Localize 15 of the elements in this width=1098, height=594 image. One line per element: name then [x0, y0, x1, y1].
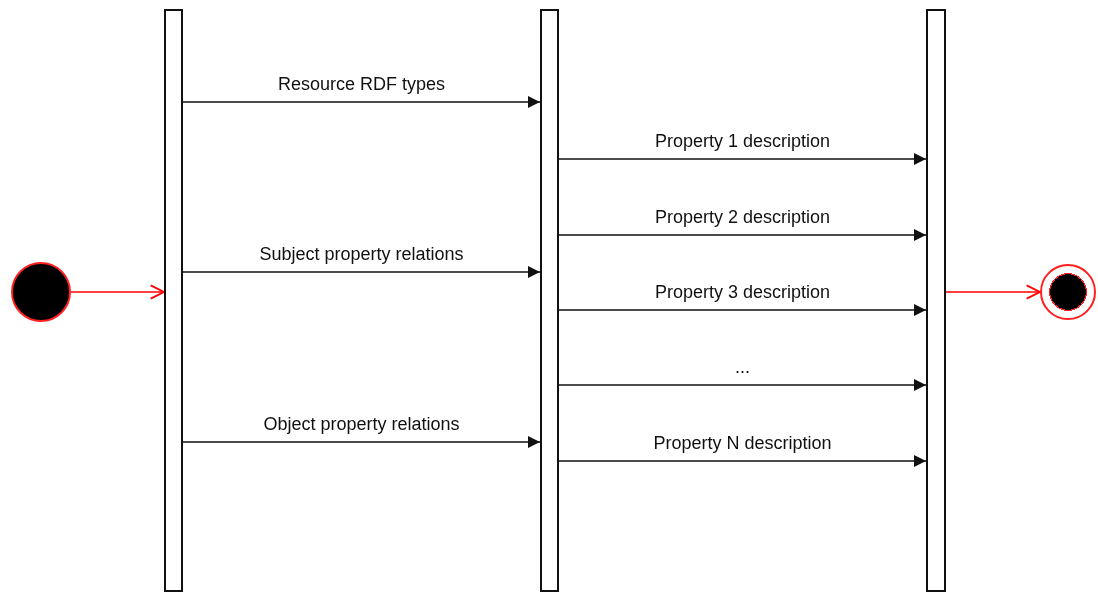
arrow: [182, 436, 541, 448]
arrow: [558, 304, 927, 316]
arrow: [558, 379, 927, 391]
activation-bar: [164, 9, 183, 592]
arrow: [558, 455, 927, 467]
end-node-circle: [1040, 264, 1096, 320]
arrow: [182, 266, 541, 278]
activation-bar: [926, 9, 946, 592]
start-node-circle: [11, 262, 71, 322]
arrow: [558, 229, 927, 241]
arrow: [558, 153, 927, 165]
activation-bar: [540, 9, 559, 592]
arrow: [182, 96, 541, 108]
arrow: [945, 284, 1041, 300]
arrow: [70, 284, 165, 300]
